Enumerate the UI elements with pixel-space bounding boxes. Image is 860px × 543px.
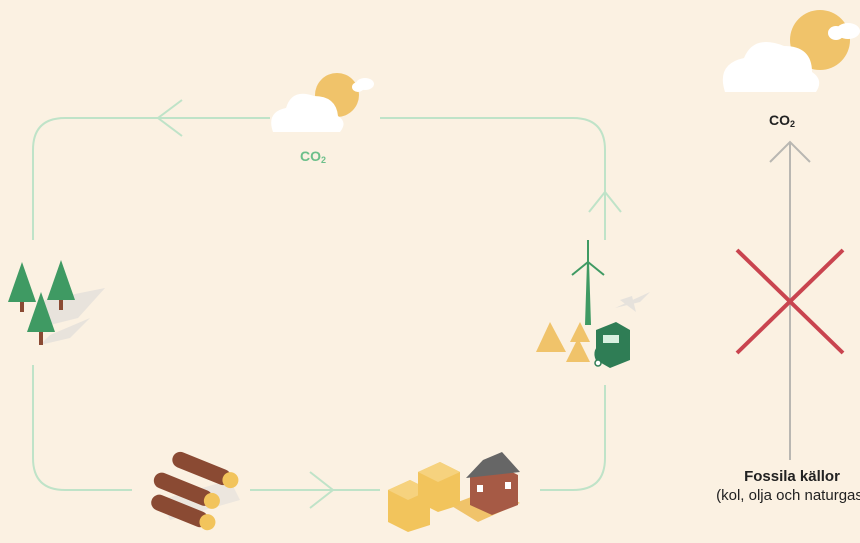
forest-icon <box>8 260 105 345</box>
house-icon <box>466 452 520 515</box>
cycle-co2-text: CO <box>300 148 321 164</box>
fossil-cloud-sun-icon <box>723 10 860 92</box>
wind-turbine-icon <box>572 240 604 325</box>
airplane-icon <box>615 292 650 312</box>
cycle-top-right-segment <box>380 118 605 240</box>
fossil-title: Fossila källor <box>712 467 860 486</box>
cycle-right-bottom-segment <box>540 385 605 490</box>
fossil-co2-text: CO <box>769 112 790 128</box>
fossil-description: (kol, olja och naturgas) <box>712 486 860 505</box>
logs-icon <box>149 449 241 532</box>
fossil-caption: Fossila källor (kol, olja och naturgas) <box>712 467 860 505</box>
cycle-co2-subscript: 2 <box>321 155 326 165</box>
cycle-left-bottom-segment <box>33 365 132 490</box>
cycle-top-left-segment <box>33 118 270 240</box>
fossil-co2-label: CO2 <box>769 112 795 129</box>
fuel-pump-icon <box>595 322 630 368</box>
fossil-co2-subscript: 2 <box>790 119 795 129</box>
cycle-co2-label: CO2 <box>300 148 326 165</box>
cloud-sun-icon <box>271 73 374 132</box>
biomass-piles-icon <box>536 322 590 362</box>
cycle-loop <box>33 100 621 508</box>
